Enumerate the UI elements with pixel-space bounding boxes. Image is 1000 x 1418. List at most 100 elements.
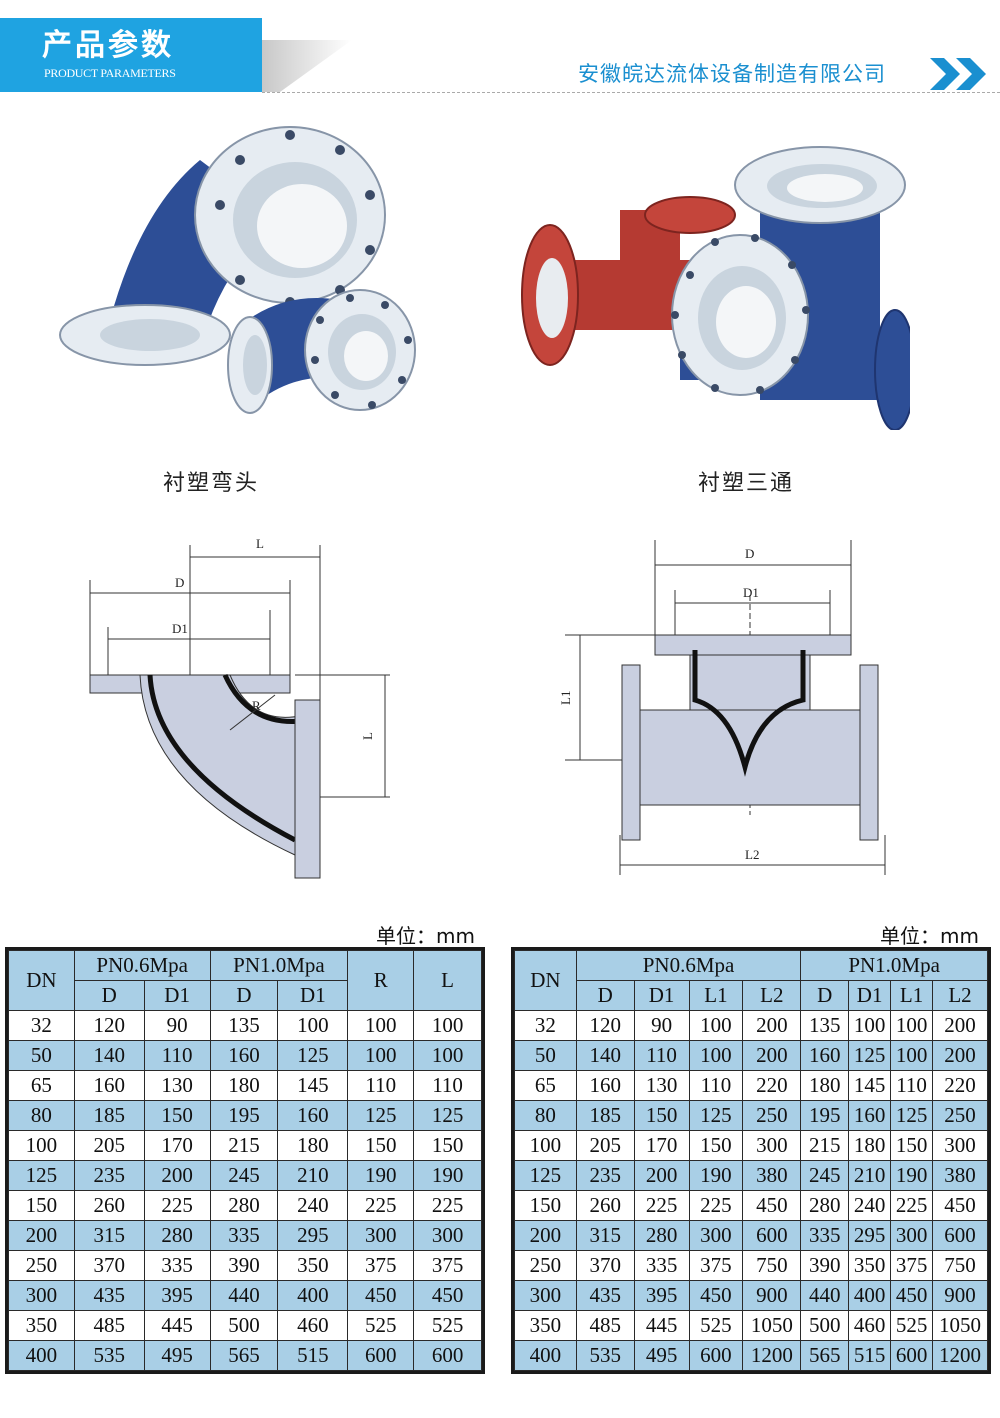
tee-table-cell: 100: [890, 1010, 934, 1041]
elbow-table-cell: 280: [209, 1190, 279, 1221]
elbow-table-cell: 335: [209, 1220, 279, 1251]
tee-header-pn06: PN0.6Mpa: [575, 950, 802, 981]
tee-table-cell: 200: [633, 1160, 690, 1191]
elbow-table-cell: 180: [209, 1070, 279, 1101]
tee-table-cell: 450: [932, 1190, 988, 1221]
elbow-table-cell: 140: [73, 1040, 145, 1071]
tee-table-cell: 200: [514, 1220, 577, 1251]
tee-table-cell: 65: [514, 1070, 577, 1101]
elbow-header-dn: DN: [8, 950, 75, 1011]
tee-table-cell: 250: [932, 1100, 988, 1131]
tee-table-cell: 600: [688, 1340, 744, 1371]
tee-table-cell: 200: [742, 1040, 802, 1071]
tee-table-cell: 220: [932, 1070, 988, 1101]
elbow-table-cell: 260: [73, 1190, 145, 1221]
elbow-subheader: D: [209, 980, 279, 1011]
elbow-table-cell: 485: [73, 1310, 145, 1341]
tee-table-cell: 125: [890, 1100, 934, 1131]
tee-table-cell: 300: [514, 1280, 577, 1311]
company-name: 安徽皖达流体设备制造有限公司: [578, 62, 886, 86]
tee-spec-table: DN PN0.6Mpa PN1.0Mpa D D1 L1 L2 D D1 L1 …: [511, 947, 991, 1374]
elbow-table-cell: 225: [413, 1190, 482, 1221]
elbow-caption: 衬塑弯头: [163, 471, 260, 496]
elbow-subheader: D: [73, 980, 145, 1011]
tee-table-cell: 100: [848, 1010, 892, 1041]
tee-dimension-drawing: D D1 L1 L2: [558, 540, 886, 875]
tee-table-cell: 110: [633, 1040, 690, 1071]
elbow-dimension-drawing: L D D1 R L: [89, 536, 390, 879]
tee-table-cell: 100: [514, 1130, 577, 1161]
elbow-table-cell: 150: [413, 1130, 482, 1161]
tee-table-cell: 125: [848, 1040, 892, 1071]
tee-table-cell: 300: [890, 1220, 934, 1251]
elbow-table-cell: 335: [143, 1250, 211, 1281]
elbow-table-cell: 525: [347, 1310, 415, 1341]
tee-table-cell: 500: [800, 1310, 850, 1341]
elbow-dim-R: R: [252, 698, 261, 713]
elbow-table-cell: 125: [8, 1160, 75, 1191]
tee-table-cell: 350: [848, 1250, 892, 1281]
elbow-table-cell: 50: [8, 1040, 75, 1071]
elbow-table-cell: 300: [8, 1280, 75, 1311]
elbow-table-cell: 315: [73, 1220, 145, 1251]
tee-subheader: D1: [633, 980, 690, 1011]
elbow-table-cell: 225: [143, 1190, 211, 1221]
elbow-table-cell: 135: [209, 1010, 279, 1041]
elbow-table-cell: 300: [347, 1220, 415, 1251]
tee-table-cell: 200: [932, 1040, 988, 1071]
elbow-table-cell: 100: [347, 1010, 415, 1041]
tee-table-cell: 525: [688, 1310, 744, 1341]
elbow-table-cell: 205: [73, 1130, 145, 1161]
elbow-table-cell: 450: [347, 1280, 415, 1311]
tee-table-cell: 335: [633, 1250, 690, 1281]
tee-table-cell: 445: [633, 1310, 690, 1341]
tee-table-cell: 460: [848, 1310, 892, 1341]
tee-table-cell: 90: [633, 1010, 690, 1041]
tee-table-cell: 215: [800, 1130, 850, 1161]
elbow-table-cell: 130: [143, 1070, 211, 1101]
tee-table-cell: 440: [800, 1280, 850, 1311]
elbow-table-cell: 100: [277, 1010, 349, 1041]
tee-table-cell: 225: [688, 1190, 744, 1221]
elbow-table-cell: 280: [143, 1220, 211, 1251]
elbow-table-cell: 145: [277, 1070, 349, 1101]
elbow-table-cell: 100: [347, 1040, 415, 1071]
elbow-table-cell: 150: [8, 1190, 75, 1221]
tee-table-cell: 225: [890, 1190, 934, 1221]
elbow-table-cell: 110: [413, 1070, 482, 1101]
tee-table-cell: 195: [800, 1100, 850, 1131]
tee-dim-L2: L2: [745, 847, 759, 862]
tee-table-cell: 190: [890, 1160, 934, 1191]
elbow-table-cell: 110: [347, 1070, 415, 1101]
elbow-table-cell: 350: [277, 1250, 349, 1281]
tee-table-cell: 220: [742, 1070, 802, 1101]
page-subtitle: PRODUCT PARAMETERS: [44, 66, 176, 80]
elbow-table-cell: 435: [73, 1280, 145, 1311]
elbow-dim-L-top: L: [256, 536, 264, 551]
elbow-table-cell: 185: [73, 1100, 145, 1131]
tee-table-cell: 565: [800, 1340, 850, 1371]
tee-subheader: D: [575, 980, 635, 1011]
chevron-right-icon: [930, 58, 986, 90]
tee-table-cell: 400: [848, 1280, 892, 1311]
elbow-dim-D1: D1: [172, 621, 188, 636]
elbow-table-cell: 460: [277, 1310, 349, 1341]
tee-table-cell: 160: [848, 1100, 892, 1131]
elbow-unit-label: 单位：mm: [376, 924, 475, 948]
tee-table-cell: 240: [848, 1190, 892, 1221]
tee-table-cell: 100: [688, 1040, 744, 1071]
tee-table-cell: 125: [514, 1160, 577, 1191]
elbow-table-cell: 240: [277, 1190, 349, 1221]
elbow-table-cell: 80: [8, 1100, 75, 1131]
tee-unit-label: 单位：mm: [880, 924, 979, 948]
